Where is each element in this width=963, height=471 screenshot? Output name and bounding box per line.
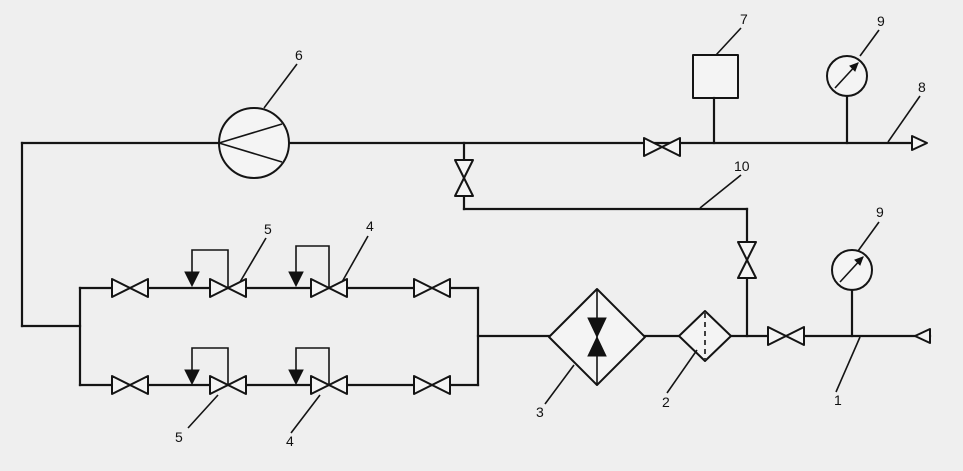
label-4-upper: 4 (366, 218, 374, 234)
pump (218, 107, 290, 179)
label-5-upper: 5 (264, 221, 272, 237)
inlet-arrow-icon (914, 328, 931, 344)
upper-isolation-valve-left (111, 278, 149, 298)
inlet-valve (767, 326, 805, 346)
label-8: 8 (918, 79, 926, 95)
upper-regulating-valve-5 (184, 249, 247, 298)
device-7-box (692, 54, 739, 99)
label-10: 10 (734, 158, 750, 174)
label-3: 3 (536, 404, 544, 420)
gauge-needle-tip (854, 256, 864, 266)
filter (678, 310, 732, 362)
gauge-needle-tip (849, 62, 859, 72)
lower-isolation-valve-left (111, 375, 149, 395)
heat-exchanger (548, 288, 646, 386)
label-5-lower: 5 (175, 429, 183, 445)
lower-isolation-valve-right (413, 375, 451, 395)
upper-isolation-valve-right (413, 278, 451, 298)
pressure-gauge-bottom (831, 249, 873, 338)
exchanger-symbol (587, 317, 607, 357)
label-6: 6 (295, 47, 303, 63)
label-4-lower: 4 (286, 433, 294, 449)
label-1: 1 (834, 392, 842, 408)
pressure-gauge-top (826, 55, 868, 145)
label-9-top: 9 (877, 13, 885, 29)
bypass-valve-bottom (737, 241, 757, 279)
pipelines (20, 141, 932, 387)
bypass-valve-top (454, 159, 474, 197)
upper-regulating-valve-4 (288, 245, 348, 298)
label-2: 2 (662, 394, 670, 410)
lower-regulating-valve-4 (288, 347, 348, 395)
pump-symbol (218, 123, 283, 163)
device-7 (692, 54, 739, 145)
label-7: 7 (740, 11, 748, 27)
label-9-bottom: 9 (876, 204, 884, 220)
lower-regulating-valve-5 (184, 347, 247, 395)
discharge-valve (643, 137, 681, 157)
pump-body (218, 107, 290, 179)
outlet-arrow-icon (911, 135, 928, 151)
leader-lines (187, 27, 921, 434)
